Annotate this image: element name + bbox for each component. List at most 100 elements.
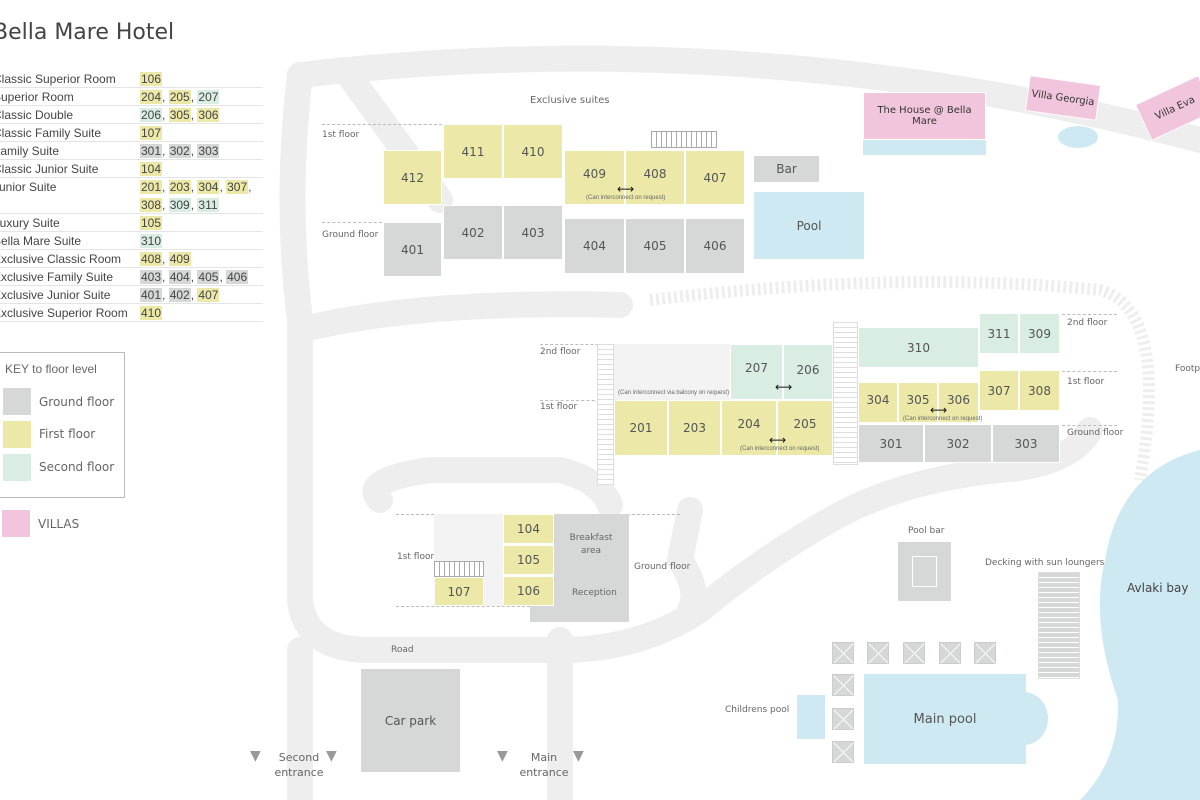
room-303[interactable]: 303 xyxy=(992,424,1060,463)
room-207[interactable]: 207 xyxy=(730,344,783,400)
interconnect-note: (Can interconnect on request) xyxy=(586,195,666,201)
pool-bar[interactable] xyxy=(897,541,952,602)
room-206[interactable]: 206 xyxy=(783,344,833,400)
room-number-badge[interactable]: 207 xyxy=(197,90,220,104)
room-410[interactable]: 410 xyxy=(503,124,563,179)
main-pool[interactable]: Main pool xyxy=(864,674,1026,764)
room-309[interactable]: 309 xyxy=(1019,313,1060,354)
key-title: KEY to floor level xyxy=(5,362,97,376)
room-203[interactable]: 203 xyxy=(668,400,721,456)
interconnect-note: (Can interconnect on request) xyxy=(740,446,820,452)
room-106[interactable]: 106 xyxy=(503,576,554,606)
room-411[interactable]: 411 xyxy=(443,124,503,179)
room-numbers: 204, 205, 207 xyxy=(140,90,220,104)
room-number-badge[interactable]: 309 xyxy=(168,198,191,212)
room-number-badge[interactable]: 401 xyxy=(140,288,163,302)
room-number-badge[interactable]: 406 xyxy=(226,270,249,284)
open-area xyxy=(614,344,730,400)
room-number-badge[interactable]: 206 xyxy=(140,108,163,122)
room-number-badge[interactable]: 308 xyxy=(140,198,163,212)
room-number-badge[interactable]: 402 xyxy=(168,288,191,302)
bar[interactable]: Bar xyxy=(753,155,820,183)
umbrella-icon xyxy=(939,642,961,664)
room-104[interactable]: 104 xyxy=(503,514,554,544)
room-105[interactable]: 105 xyxy=(503,545,554,575)
room-number-badge[interactable]: 404 xyxy=(168,270,191,284)
room-407[interactable]: 407 xyxy=(685,150,745,205)
room-number-badge[interactable]: 405 xyxy=(197,270,220,284)
key-label-first: First floor xyxy=(39,427,96,441)
room-number-badge[interactable]: 201 xyxy=(140,180,163,194)
room-number-badge[interactable]: 306 xyxy=(197,108,220,122)
decking-label: Decking with sun loungers xyxy=(985,558,1105,568)
room-307[interactable]: 307 xyxy=(979,370,1019,411)
second-floor-label: 2nd floor xyxy=(540,347,581,357)
room-301[interactable]: 301 xyxy=(858,424,924,463)
room-number-badge[interactable]: 304 xyxy=(197,180,220,194)
room-306[interactable]: 306 xyxy=(938,382,979,423)
room-403[interactable]: 403 xyxy=(503,205,563,260)
room-412[interactable]: 412 xyxy=(383,150,442,205)
car-park[interactable]: Car park xyxy=(360,668,461,773)
key-swatch-second xyxy=(3,454,31,481)
room-number-badge[interactable]: 204 xyxy=(140,90,163,104)
room-408[interactable]: 408 xyxy=(625,150,685,205)
room-number-badge[interactable]: 403 xyxy=(140,270,163,284)
room-302[interactable]: 302 xyxy=(924,424,992,463)
room-number-badge[interactable]: 302 xyxy=(168,144,191,158)
first-floor-label: 1st floor xyxy=(322,130,360,140)
room-numbers: 408, 409 xyxy=(140,252,191,266)
room-304[interactable]: 304 xyxy=(858,382,898,423)
room-number-badge[interactable]: 104 xyxy=(140,162,163,176)
pool[interactable]: Pool xyxy=(753,191,865,260)
room-number-badge[interactable]: 203 xyxy=(168,180,191,194)
childrens-pool[interactable] xyxy=(797,695,825,739)
room-number-badge[interactable]: 311 xyxy=(197,198,219,212)
room-type-name: Exclusive Family Suite xyxy=(0,270,114,284)
room-number-badge[interactable]: 107 xyxy=(140,126,163,140)
interconnect-arrow-icon: ⟷ xyxy=(769,433,787,447)
room-406[interactable]: 406 xyxy=(685,218,745,274)
room-number-badge[interactable]: 205 xyxy=(168,90,191,104)
entrance-arrow-icon: ▼ xyxy=(250,748,261,764)
main-entrance-label[interactable]: Main entrance xyxy=(519,751,569,779)
interconnect-arrow-icon: ⟷ xyxy=(930,403,948,417)
room-number-badge[interactable]: 105 xyxy=(140,216,163,230)
the-house-villa[interactable]: The House @ Bella Mare xyxy=(863,92,986,140)
second-entrance-label[interactable]: Second entrance xyxy=(274,751,324,779)
room-number-badge[interactable]: 106 xyxy=(140,72,163,86)
room-number-badge[interactable]: 310 xyxy=(140,234,163,248)
balcony-railing xyxy=(651,131,717,148)
room-type-name: Superior Room xyxy=(0,90,74,104)
room-number-badge[interactable]: 307 xyxy=(226,180,249,194)
room-number-badge[interactable]: 301 xyxy=(140,144,163,158)
room-305[interactable]: 305 xyxy=(898,382,938,423)
room-205[interactable]: 205 xyxy=(777,400,833,456)
room-311[interactable]: 311 xyxy=(979,313,1019,354)
room-404[interactable]: 404 xyxy=(564,218,625,274)
room-numbers: 107 xyxy=(140,124,163,142)
room-405[interactable]: 405 xyxy=(625,218,685,274)
room-number-badge[interactable]: 409 xyxy=(168,252,191,266)
room-201[interactable]: 201 xyxy=(614,400,668,456)
room-310[interactable]: 310 xyxy=(858,327,979,368)
footpath-label: Footpath xyxy=(1175,364,1200,374)
room-number-badge[interactable]: 305 xyxy=(168,108,191,122)
room-number-badge[interactable]: 408 xyxy=(140,252,163,266)
page-title: Bella Mare Hotel xyxy=(0,20,175,45)
room-308[interactable]: 308 xyxy=(1019,370,1060,411)
room-401[interactable]: 401 xyxy=(383,222,442,277)
room-number-badge[interactable]: 410 xyxy=(140,306,163,320)
umbrella-icon xyxy=(832,708,854,730)
room-number-badge[interactable]: 303 xyxy=(197,144,220,158)
room-402[interactable]: 402 xyxy=(443,205,503,260)
key-label-ground: Ground floor xyxy=(39,395,115,409)
room-409[interactable]: 409 xyxy=(564,150,625,205)
room-107[interactable]: 107 xyxy=(434,577,484,606)
room-204[interactable]: 204 xyxy=(721,400,777,456)
room-number-badge[interactable]: 407 xyxy=(197,288,220,302)
